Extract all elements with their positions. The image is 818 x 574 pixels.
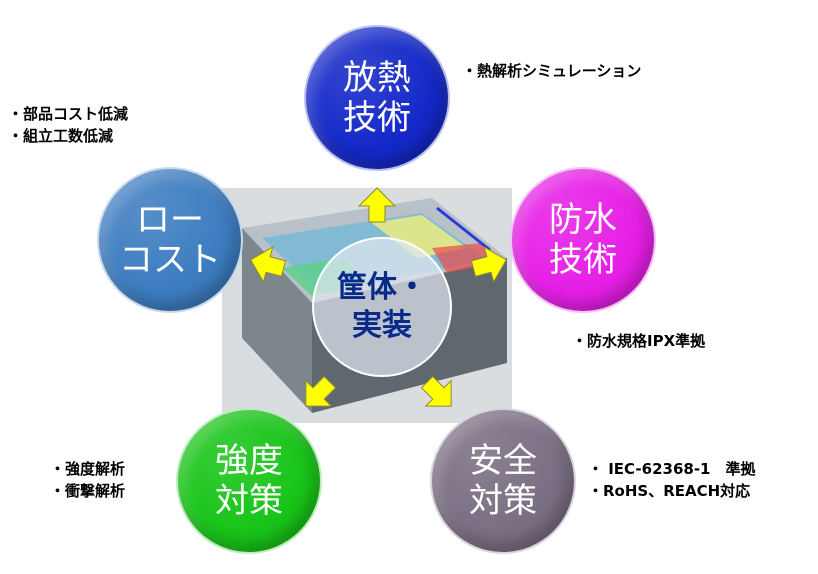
note-safety-item-2: ・RoHS、REACH対応 [588,482,751,500]
arrow-to-strength [305,375,337,407]
note-waterproof-item: ・防水規格IPX準拠 [572,332,706,350]
topic-lowcost-line2: コスト [119,240,221,280]
topic-waterproof: 防水 技術 [510,167,656,313]
topic-waterproof-line1: 防水 [549,200,617,240]
topic-strength: 強度 対策 [176,408,322,554]
topic-safety-line2: 対策 [469,481,537,521]
arrow-to-heat [357,187,397,223]
enclosure-cable [436,206,491,252]
note-safety: ・ IEC-62368-1 準拠 ・RoHS、REACH対応 [588,458,755,502]
note-strength: ・強度解析 ・衝撃解析 [50,458,125,502]
topic-lowcost-line1: ロー [136,200,204,240]
hub-enclosure-mounting: 筐体・ 実装 [312,237,452,377]
note-heat-item: ・熱解析シミュレーション [462,62,642,80]
topic-safety: 安全 対策 [430,408,576,554]
topic-strength-line2: 対策 [215,481,283,521]
note-heat: ・熱解析シミュレーション [462,60,641,82]
note-strength-item-1: ・強度解析 [50,460,126,478]
topic-safety-line1: 安全 [469,441,537,481]
note-strength-item-2: ・衝撃解析 [50,482,126,500]
topic-heat-line1: 放熱 [343,58,411,98]
note-lowcost: ・部品コスト低減 ・組立工数低減 [8,103,128,147]
note-safety-item-1: ・ IEC-62368-1 準拠 [588,460,756,478]
topic-waterproof-line2: 技術 [549,240,617,280]
topic-heat-line2: 技術 [343,98,411,138]
arrow-to-lowcost [249,246,287,284]
arrow-to-waterproof [470,246,508,284]
note-waterproof: ・防水規格IPX準拠 [572,330,705,352]
topic-strength-line1: 強度 [215,441,283,481]
topic-heat-dissipation: 放熱 技術 [304,25,450,171]
arrow-to-safety [420,375,452,407]
note-lowcost-item-1: ・部品コスト低減 [8,105,129,123]
hub-line2: 実装 [352,308,412,343]
note-lowcost-item-2: ・組立工数低減 [8,127,114,145]
hub-line1: 筐体・ [337,270,427,305]
topic-low-cost: ロー コスト [97,167,243,313]
